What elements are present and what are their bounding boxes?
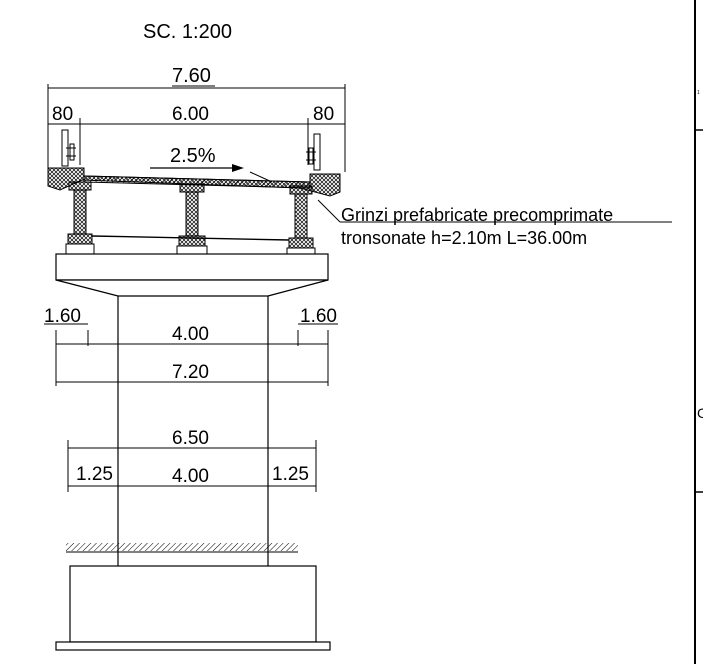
deck-slope-label: 2.5% xyxy=(170,145,216,167)
cap-right-overhang: 1.60 xyxy=(300,306,337,327)
cap-left-overhang: 1.60 xyxy=(44,306,81,327)
left-railing xyxy=(61,129,76,167)
deck-left-cantilever: 80 xyxy=(52,104,73,125)
footing-column-width: 4.00 xyxy=(172,466,209,487)
frame-tick-mark: 1 xyxy=(697,90,700,96)
slope-arrow xyxy=(150,164,273,183)
footing-total-width: 6.50 xyxy=(172,428,209,449)
footing-left-offset: 1.25 xyxy=(76,464,113,485)
frame-side-mark: C xyxy=(697,405,703,421)
deck-dimensions xyxy=(47,84,346,172)
deck-right-cantilever: 80 xyxy=(313,104,334,125)
girder-note-leader xyxy=(317,199,341,223)
drawing-frame xyxy=(694,0,703,664)
cap-total-width: 7.20 xyxy=(172,362,209,383)
pier-cap xyxy=(55,253,329,297)
pier-cap-dimensions xyxy=(44,323,338,386)
girder-note-line2: tronsonate h=2.10m L=36.00m xyxy=(341,228,587,248)
deck-total-width: 7.60 xyxy=(172,65,211,87)
cap-column-width: 4.00 xyxy=(172,324,209,345)
scale-label: SC. 1:200 xyxy=(143,21,232,43)
prestressed-girders xyxy=(65,181,316,255)
footing-right-offset: 1.25 xyxy=(272,464,309,485)
pier-column xyxy=(117,296,269,566)
footing xyxy=(55,565,331,651)
deck-carriageway-width: 6.00 xyxy=(172,104,209,125)
right-railing xyxy=(306,133,321,171)
footing-dimensions xyxy=(67,440,317,492)
girder-note-line1: Grinzi prefabricate precomprimate xyxy=(341,205,613,225)
ground-line xyxy=(66,543,298,553)
